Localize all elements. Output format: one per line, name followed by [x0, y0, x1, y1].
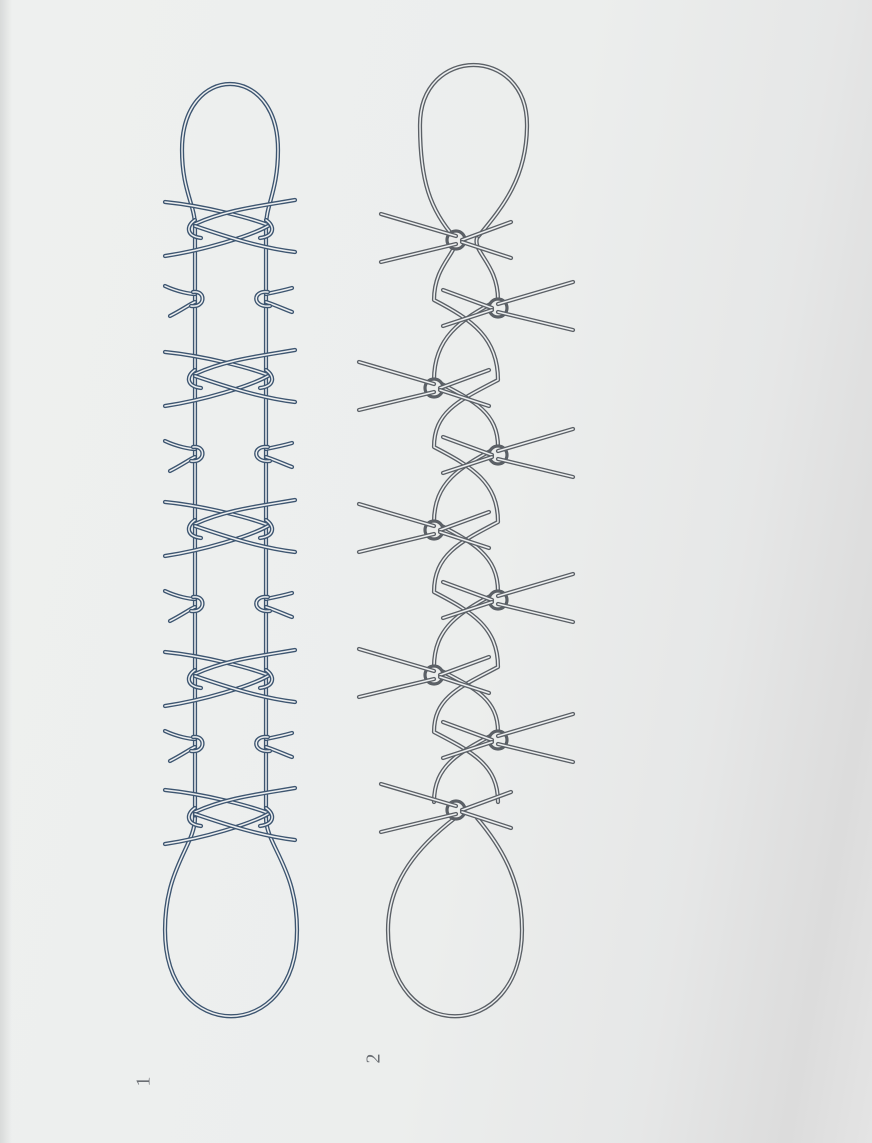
- wrap-strand: [195, 350, 295, 374]
- knot-end: [440, 532, 489, 548]
- hitch-end: [165, 441, 195, 449]
- half-hitch-pair: [165, 441, 292, 471]
- half-hitch-pair: [165, 731, 292, 761]
- figure-1-parallel-lashing: [165, 84, 297, 1016]
- knot-end: [443, 742, 492, 758]
- knot-end: [498, 312, 573, 330]
- knot-end: [498, 459, 573, 477]
- wrap-strand: [195, 500, 295, 524]
- wrap-strand: [165, 814, 268, 844]
- cross-lashing: [165, 200, 295, 256]
- wrap-strand: [195, 650, 295, 674]
- hitch-end: [266, 288, 292, 294]
- half-hitch-pair: [165, 286, 292, 316]
- hitch-end: [165, 591, 195, 599]
- wrap-strand: [165, 226, 268, 256]
- knot-end: [381, 814, 456, 832]
- knot-end: [462, 792, 511, 810]
- knot-end: [498, 604, 573, 622]
- bottom-loop: [165, 818, 297, 1016]
- figure-2-label: 2: [363, 1054, 386, 1064]
- knot-end: [498, 744, 573, 762]
- knot-end: [462, 812, 511, 828]
- knot-end: [359, 362, 434, 384]
- knot-end: [462, 242, 511, 258]
- knot-end: [443, 457, 492, 473]
- knot-end: [443, 310, 492, 326]
- knot-end: [443, 582, 492, 600]
- knot-end: [359, 649, 434, 671]
- figure-1-label: 1: [133, 1077, 156, 1087]
- hitch-end: [266, 593, 292, 599]
- hitch-end: [266, 733, 292, 739]
- knot-end: [440, 390, 489, 406]
- knot-end: [440, 657, 489, 675]
- hitch-end: [165, 731, 195, 739]
- knot-end: [359, 534, 434, 552]
- top-loop: [420, 65, 527, 238]
- bottom-loop: [388, 818, 522, 1016]
- cross-lashing: [165, 350, 295, 406]
- half-hitch-pair: [165, 591, 292, 621]
- wrap-strand: [195, 788, 295, 812]
- knot-group: [359, 362, 489, 410]
- knot-group: [359, 649, 489, 697]
- knot-end: [443, 722, 492, 740]
- knot-group: [359, 504, 489, 552]
- knot-end: [359, 679, 434, 697]
- wrap-strand: [165, 526, 268, 556]
- knot-group: [443, 714, 573, 762]
- hitch-end: [266, 443, 292, 449]
- wrap-strand: [195, 200, 295, 224]
- knot-end: [443, 437, 492, 455]
- knot-end: [498, 574, 573, 596]
- hitch-end: [165, 286, 195, 294]
- knot-end: [381, 784, 456, 806]
- knot-end: [443, 290, 492, 308]
- cross-lashing: [165, 500, 295, 556]
- knot-end: [498, 429, 573, 451]
- knot-end: [359, 504, 434, 526]
- knot-end: [443, 602, 492, 618]
- knot-end: [440, 512, 489, 530]
- figure-2-crossed-lashing: [359, 65, 573, 1016]
- cross-lashing: [165, 650, 295, 706]
- wrap-strand: [165, 376, 268, 406]
- knot-end: [440, 370, 489, 388]
- knot-end: [498, 282, 573, 304]
- knot-end: [440, 677, 489, 693]
- wrap-strand: [165, 676, 268, 706]
- knot-end: [359, 392, 434, 410]
- knot-end: [498, 714, 573, 736]
- cross-lashing: [165, 788, 295, 844]
